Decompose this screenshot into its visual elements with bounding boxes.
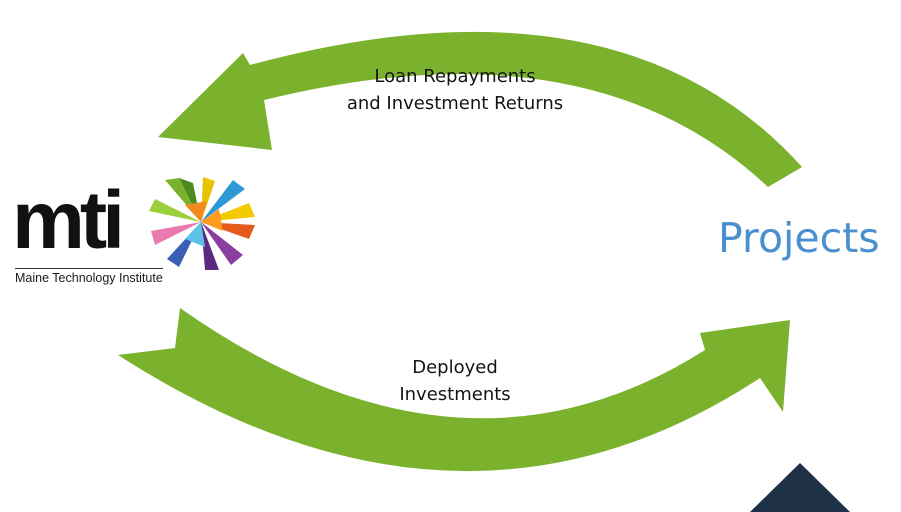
- deployed-investments-label: Deployed Investments: [375, 354, 535, 408]
- deployed-investments-line2: Investments: [399, 384, 511, 405]
- mti-logo: mti Maine Technology Institute: [10, 175, 260, 290]
- mti-wordmark: mti: [12, 175, 125, 266]
- bottom-investment-arrow: [118, 308, 790, 472]
- loan-repayments-line2: and Investment Returns: [346, 93, 564, 114]
- top-return-arrow: [158, 31, 802, 187]
- deployed-investments-line1: Deployed: [412, 357, 498, 378]
- loan-repayments-line1: Loan Repayments: [374, 66, 536, 87]
- projects-node: Projects: [718, 214, 880, 262]
- loan-repayments-label: Loan Repayments and Investment Returns: [325, 63, 585, 117]
- mti-tagline: Maine Technology Institute: [15, 268, 163, 286]
- mti-burst-icon: [149, 177, 255, 270]
- corner-triangle: [750, 463, 850, 512]
